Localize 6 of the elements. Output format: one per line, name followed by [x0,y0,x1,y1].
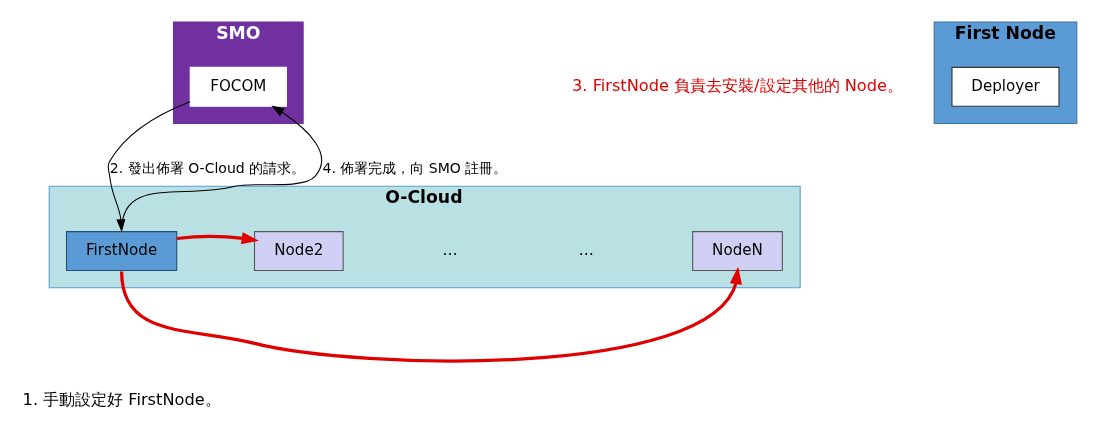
node-text: … [442,240,458,259]
edge-label: 2. 發出佈署 O-Cloud 的請求。 [109,159,306,176]
label: 1. 手動設定好 FirstNode。 [22,389,221,409]
node-text: … [578,240,594,259]
label: 3. FirstNode 負責去安裝/設定其他的 Node。 [572,75,903,95]
edge-label: 4. 佈署完成，向 SMO 註冊。 [322,159,508,176]
